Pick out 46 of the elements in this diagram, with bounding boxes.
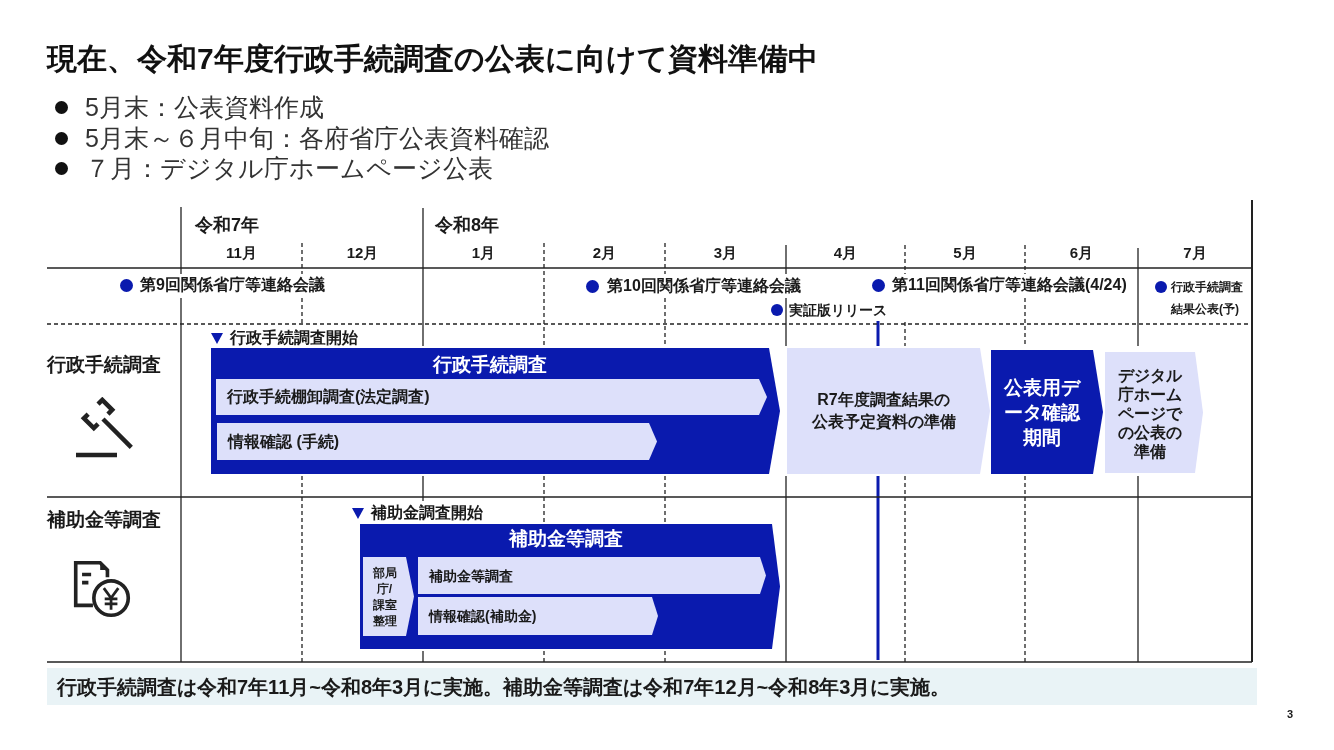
bullet-text: 5月末：公表資料作成 — [85, 92, 324, 122]
step-label: 部局庁/課室整理 — [372, 564, 397, 629]
task-label: 行政手続棚卸調査(法定調査) — [227, 387, 430, 407]
month-label: 12月 — [346, 244, 379, 262]
month-label: 4月 — [833, 244, 858, 262]
step-block — [1105, 352, 1203, 473]
row-header: 補助金等調査 — [47, 508, 161, 532]
task-label: 情報確認 (手続) — [228, 431, 340, 452]
phase-block — [360, 524, 780, 649]
phase-block — [211, 348, 780, 474]
milestone-label: 行政手続調査開始 — [230, 328, 358, 348]
step-block — [363, 557, 414, 636]
event-label: 第10回関係省庁等連絡会議 — [607, 276, 801, 296]
month-label: 6月 — [1069, 244, 1094, 262]
task-block — [418, 557, 766, 594]
task-block — [418, 597, 658, 635]
page-title: 現在、令和7年度行政手続調査の公表に向けて資料準備中 — [47, 42, 818, 76]
step-label: デジタル庁ホームページでの公表の準備 — [1118, 365, 1182, 460]
phase-title: 行政手続調査 — [433, 353, 547, 377]
event-label: 行政手続調査結果公表(予) — [1171, 279, 1244, 318]
event-label: 実証版リリース — [789, 301, 887, 320]
step-label: 公表用データ確認期間 — [1004, 375, 1080, 450]
month-label: 3月 — [713, 244, 738, 262]
month-label: 2月 — [592, 244, 617, 262]
page-number: 3 — [1287, 708, 1294, 721]
milestone-label: 補助金調査開始 — [371, 503, 483, 523]
event-label: 第11回関係省庁等連絡会議(4/24) — [892, 275, 1127, 295]
summary-text: 行政手続調査は令和7年11月~令和8年3月に実施。補助金等調査は令和7年12月~令和8年3月に実施。 — [57, 674, 951, 699]
task-label: 補助金等調査 — [429, 566, 513, 585]
month-label: 7月 — [1183, 244, 1207, 262]
step-label: R7年度調査結果の公表予定資料の準備 — [810, 390, 957, 432]
month-label: 11月 — [226, 244, 257, 262]
bullet-text: 5月末～６月中旬：各府省庁公表資料確認 — [85, 123, 549, 153]
phase-title: 補助金等調査 — [509, 527, 623, 551]
task-block — [217, 423, 657, 460]
task-label: 情報確認(補助金) — [429, 607, 537, 625]
task-block — [216, 379, 767, 415]
event-label: 第9回関係省庁等連絡会議 — [140, 275, 325, 295]
step-block — [991, 350, 1103, 474]
step-block — [787, 348, 990, 474]
month-label: 5月 — [953, 244, 977, 262]
year-label: 令和7年 — [195, 214, 259, 236]
bullet-text: ７月：デジタル庁ホームページ公表 — [85, 153, 493, 183]
month-label: 1月 — [471, 244, 496, 262]
year-label: 令和8年 — [435, 214, 499, 236]
row-header: 行政手続調査 — [47, 353, 161, 377]
